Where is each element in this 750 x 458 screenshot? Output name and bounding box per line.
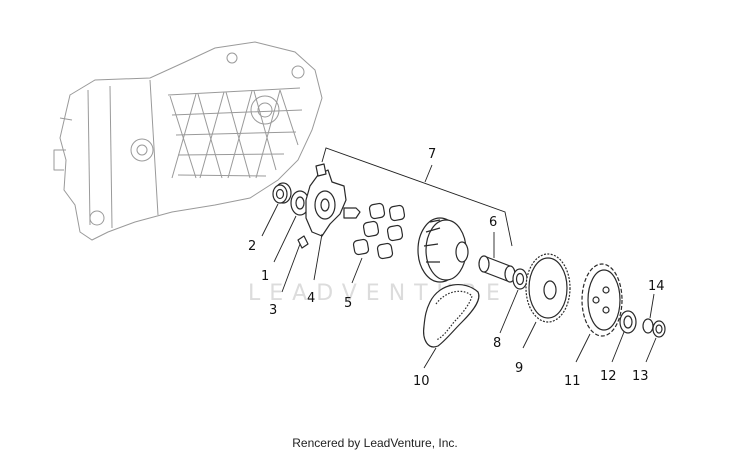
callout-9: 9 <box>515 361 523 376</box>
part-11-clutch <box>581 263 623 337</box>
part-13-nut <box>652 320 666 338</box>
part-9-gear <box>525 253 571 323</box>
part-1-washer <box>290 190 310 216</box>
callout-10: 10 <box>413 374 430 389</box>
callout-6: 6 <box>489 215 497 230</box>
callout-8: 8 <box>493 336 501 351</box>
part-2-bearing <box>272 182 292 204</box>
group-bracket <box>321 147 513 247</box>
part-5-rollers <box>352 202 406 260</box>
part-8-washer <box>512 268 528 290</box>
part-6-sleeve <box>478 255 516 283</box>
part-14-washer <box>642 318 654 334</box>
callout-3: 3 <box>269 303 277 318</box>
part-10-drive-belt <box>423 284 480 348</box>
variator-pulley <box>417 217 469 283</box>
callout-11: 11 <box>564 374 581 389</box>
footer-credit: Rencered by LeadVenture, Inc. <box>292 436 458 450</box>
callout-12: 12 <box>600 369 617 384</box>
callout-5: 5 <box>344 296 352 311</box>
part-12-hub <box>619 310 637 334</box>
callout-7: 7 <box>428 147 436 162</box>
leader-lines <box>261 203 657 369</box>
crankcase-housing <box>53 41 323 241</box>
callout-4: 4 <box>307 291 315 306</box>
callout-1: 1 <box>261 269 269 284</box>
callout-2: 2 <box>248 239 256 254</box>
callout-14: 14 <box>648 279 665 294</box>
callout-13: 13 <box>632 369 649 384</box>
part-4-ramp-plate <box>297 163 361 249</box>
